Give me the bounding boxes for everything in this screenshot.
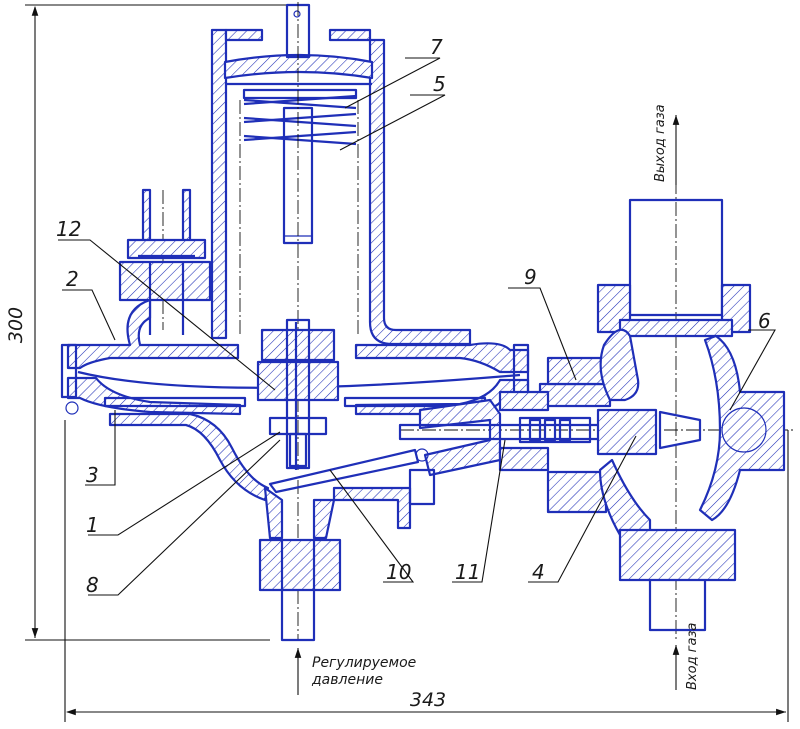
adjusting-spring [243, 94, 357, 146]
callout-5: 5 [433, 72, 446, 96]
callout-3: 3 [86, 463, 99, 487]
spring-housing [210, 28, 472, 346]
impulse-fitting [118, 188, 212, 335]
regulated-pressure-label-2: давление [311, 672, 383, 688]
callout-6: 6 [758, 309, 771, 333]
lower-body [108, 398, 502, 642]
gas-outlet-label: Выход газа [653, 104, 668, 182]
callout-2: 2 [66, 267, 79, 291]
valve-assembly [256, 318, 340, 470]
callout-4: 4 [532, 560, 545, 584]
callout-11: 11 [455, 560, 480, 584]
regulated-pressure-label-1: Регулируемое [312, 655, 416, 671]
callout-10: 10 [386, 560, 411, 584]
callout-8: 8 [86, 573, 99, 597]
leader-lines [58, 57, 776, 596]
callout-12: 12 [56, 217, 81, 241]
valve-body [596, 198, 786, 632]
callout-9: 9 [524, 265, 537, 289]
width-dimension: 343 [410, 689, 446, 711]
callout-1: 1 [86, 513, 99, 537]
height-dimension: 300 [5, 307, 27, 343]
dimension-lines [25, 4, 789, 722]
gas-inlet-label: Вход газа [685, 623, 700, 690]
flow-arrows [294, 115, 680, 695]
callout-7: 7 [430, 35, 443, 59]
lever [268, 448, 436, 506]
stem-rod [398, 356, 658, 514]
